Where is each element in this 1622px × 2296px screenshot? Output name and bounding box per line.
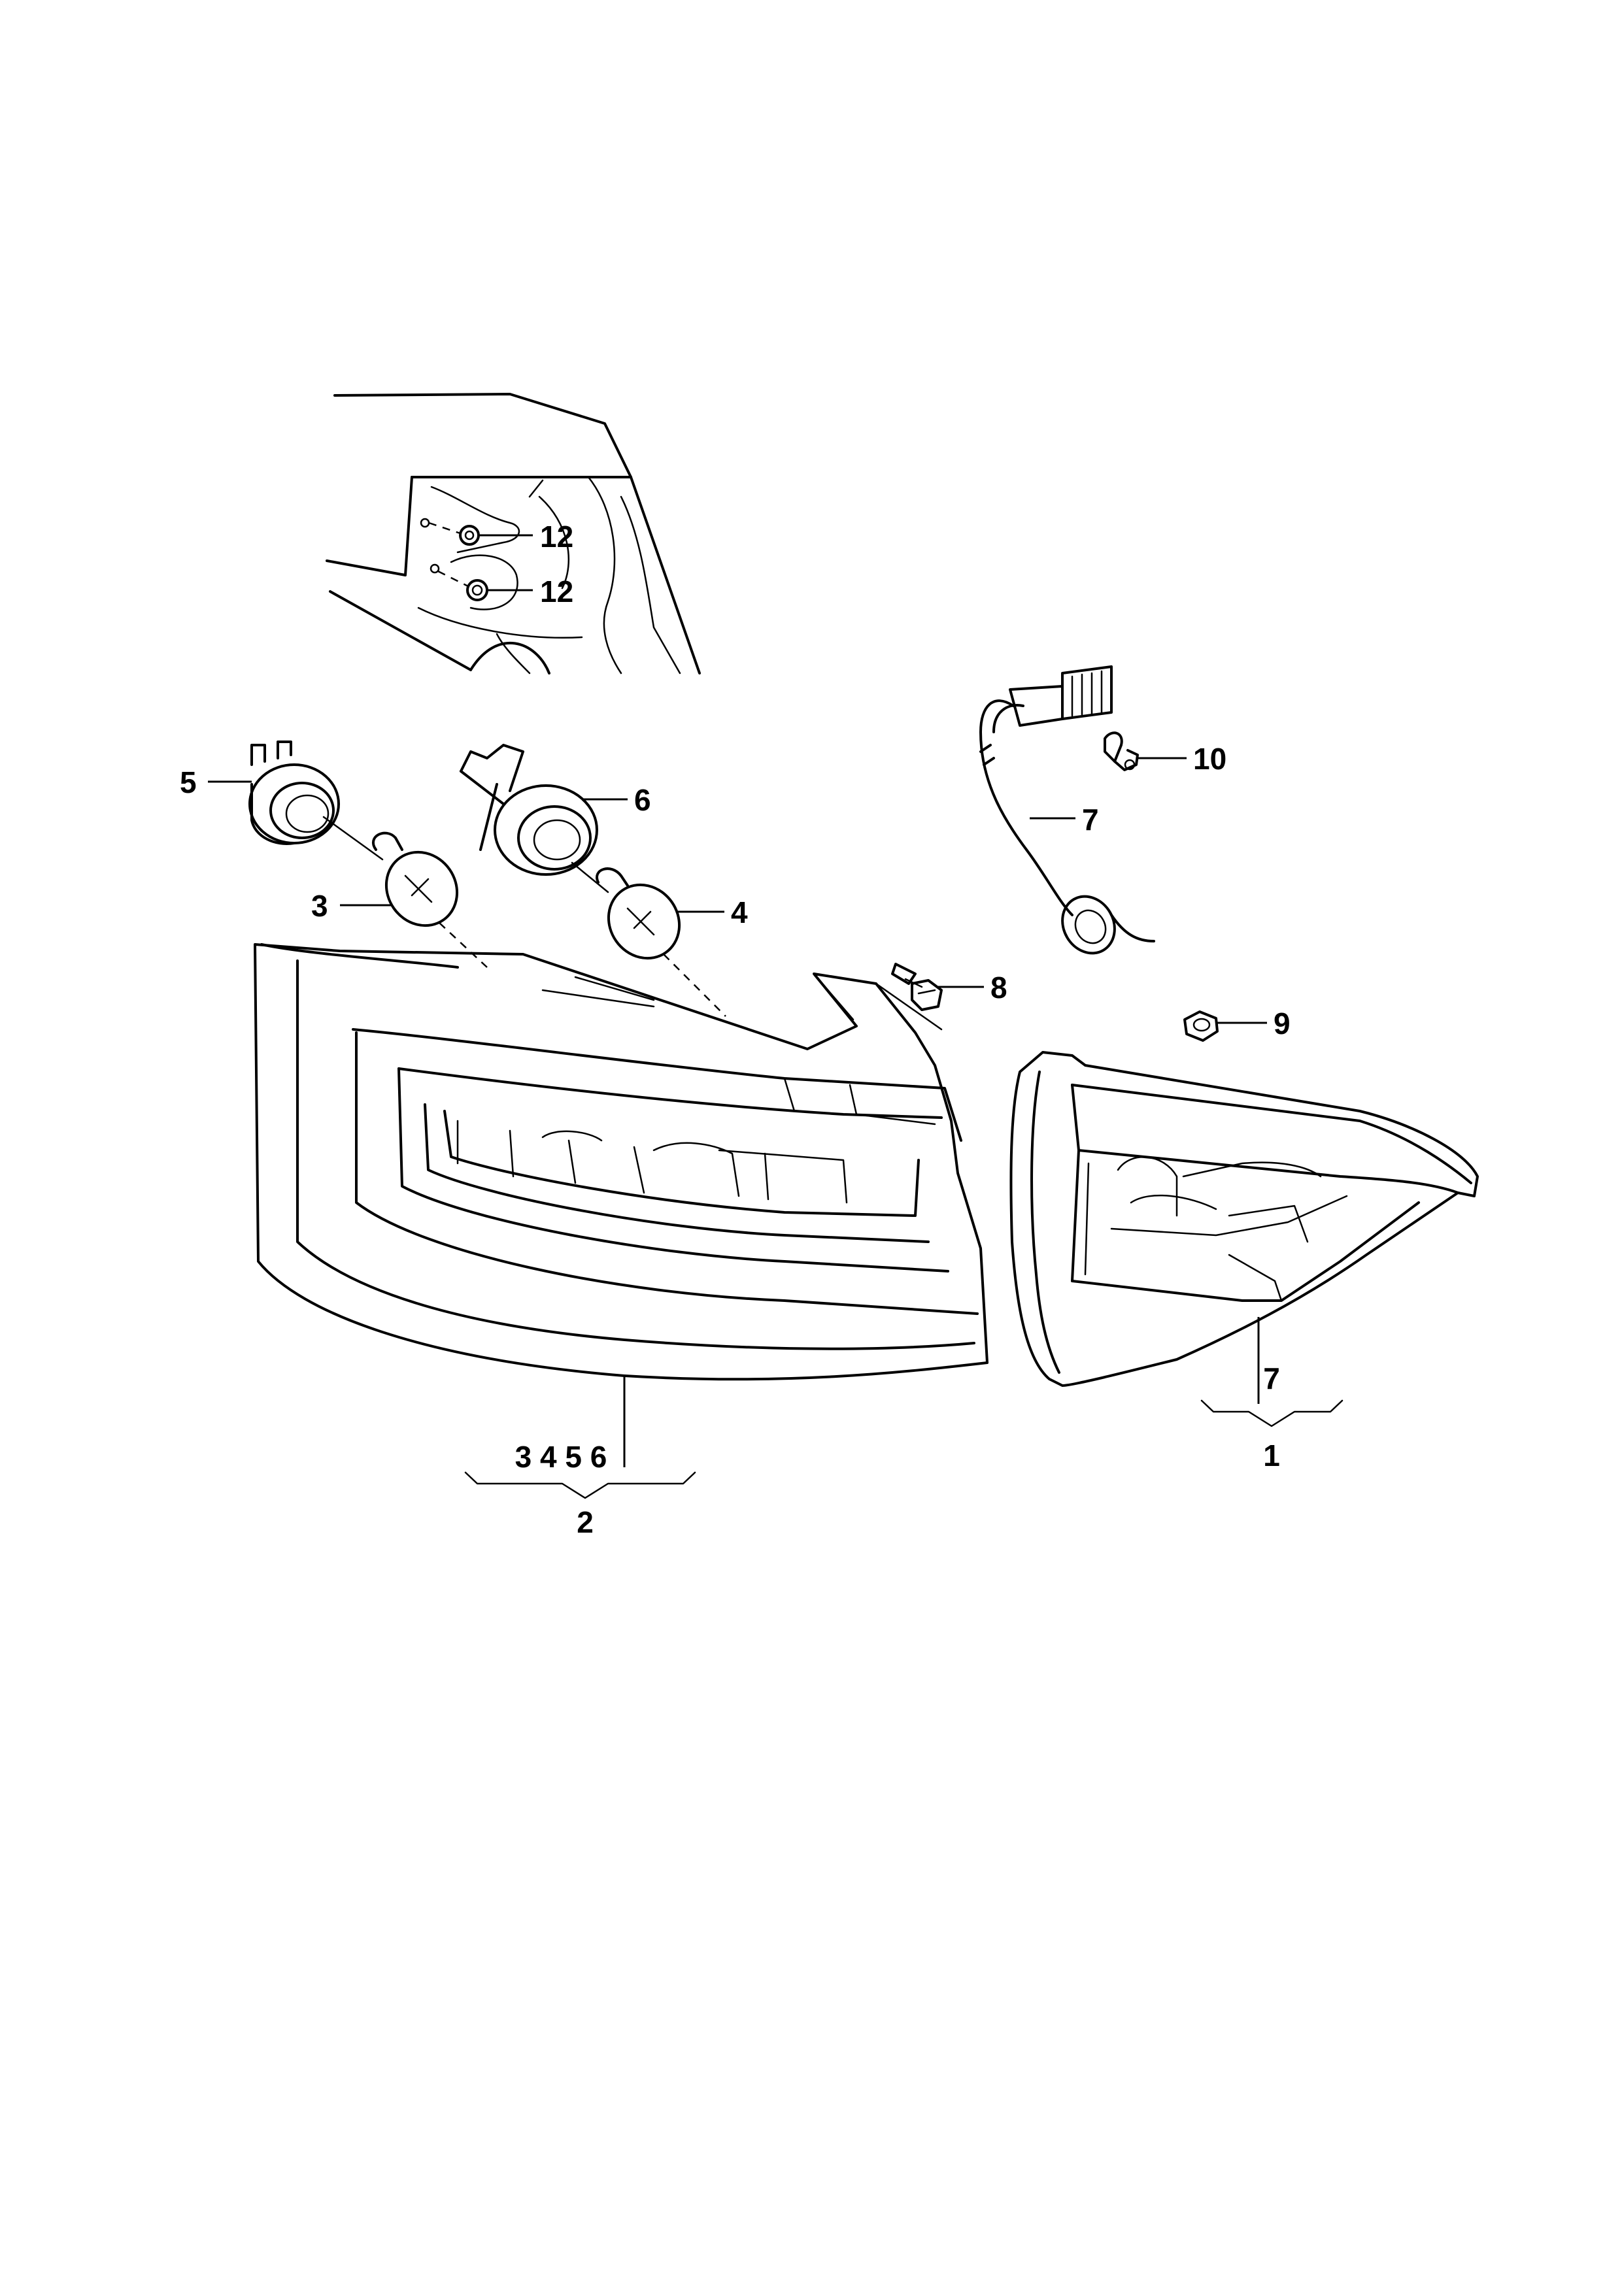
bulb-3: [322, 816, 488, 968]
screw-8: [891, 963, 984, 1011]
group-bracket-2: [464, 1471, 696, 1499]
callout-9: 9: [1274, 1007, 1291, 1040]
callout-4: 4: [731, 895, 748, 929]
callout-8: 8: [990, 971, 1007, 1005]
callout-2: 2: [577, 1505, 594, 1539]
bulb-holder-5: [208, 740, 340, 845]
callout-7-harness: 7: [1082, 803, 1099, 837]
clip-10: [1104, 731, 1187, 771]
clip-nut-12-upper: [428, 522, 533, 546]
callout-10: 10: [1193, 742, 1226, 776]
callout-6: 6: [634, 783, 651, 817]
nut-9: [1183, 1010, 1267, 1042]
bulb-4: [571, 861, 726, 1017]
callout-5: 5: [180, 765, 197, 799]
tail-lamp-assembly-2: [254, 943, 988, 1467]
inner-tail-lamp-1: [1009, 1051, 1479, 1404]
callout-7-lamp: 7: [1263, 1361, 1280, 1395]
callout-3: 3: [311, 889, 328, 923]
bulb-holder-6: [460, 744, 628, 876]
callout-12-upper: 12: [540, 520, 573, 554]
group-bracket-1: [1200, 1399, 1343, 1427]
body-panel-detail: [326, 393, 701, 674]
wiring-harness-7: [979, 665, 1155, 955]
callout-12-lower: 12: [540, 574, 573, 608]
clip-nut-12-lower: [437, 570, 533, 601]
callout-3456: 3 4 5 6: [515, 1440, 607, 1474]
callout-1: 1: [1263, 1439, 1280, 1472]
